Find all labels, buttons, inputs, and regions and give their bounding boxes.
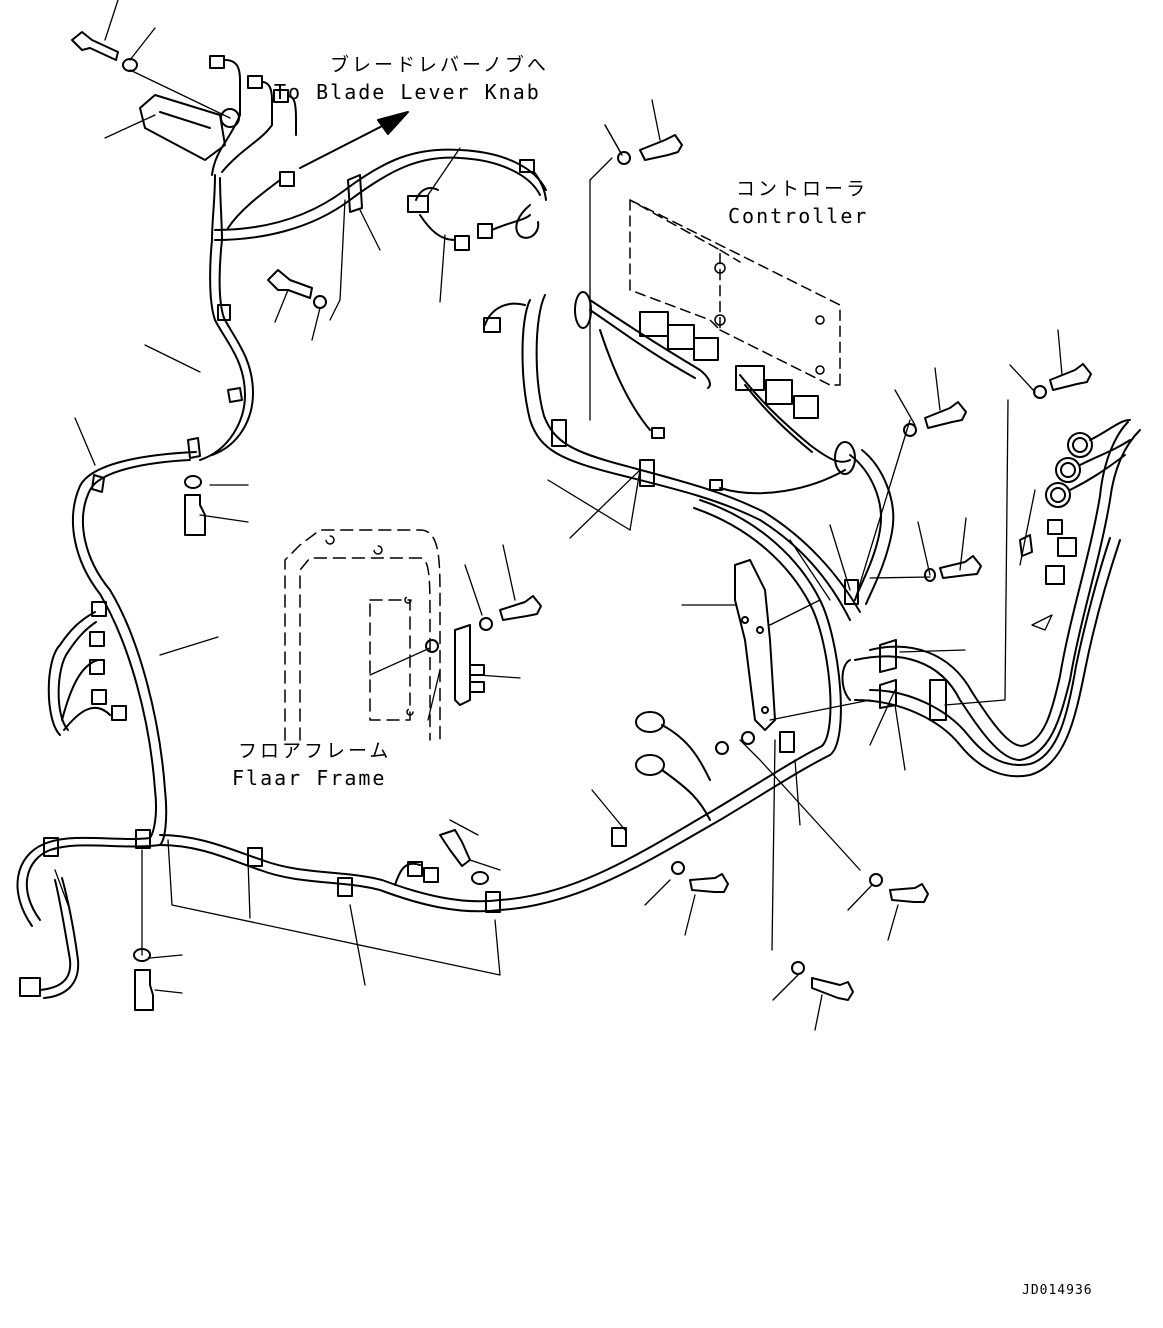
bottom-connectors bbox=[394, 711, 755, 886]
top-left-bracket bbox=[139, 55, 297, 176]
floor-frame-label-en: Flaar Frame bbox=[232, 766, 387, 790]
right-harness-tubes bbox=[841, 421, 1141, 778]
harness-clamps bbox=[43, 174, 947, 913]
controller-box bbox=[629, 199, 841, 386]
terminal-block bbox=[425, 624, 485, 706]
bolts-and-washers bbox=[71, 31, 1092, 1011]
controller-connectors bbox=[483, 291, 856, 495]
controller-label-jp: コントローラ bbox=[736, 178, 869, 200]
controller-label-en: Controller bbox=[728, 204, 869, 228]
blade-lever-connectors bbox=[227, 159, 547, 251]
leader-lines bbox=[54, 0, 1063, 1031]
main-harness bbox=[16, 148, 895, 927]
drawing-code: JD014936 bbox=[1022, 1283, 1093, 1298]
round-connectors-right bbox=[1019, 419, 1131, 585]
bracket-plate bbox=[734, 559, 776, 731]
dashed-indicator bbox=[1031, 614, 1053, 631]
blade-lever-label-jp: ブレードレバーノブへ bbox=[330, 54, 549, 76]
blade-lever-arrow bbox=[299, 111, 409, 169]
floor-frame bbox=[284, 529, 441, 741]
blade-lever-label-en: To Blade Lever Knab bbox=[274, 80, 541, 104]
floor-frame-label-jp: フロアフレーム bbox=[238, 740, 392, 762]
left-connectors bbox=[19, 601, 127, 999]
